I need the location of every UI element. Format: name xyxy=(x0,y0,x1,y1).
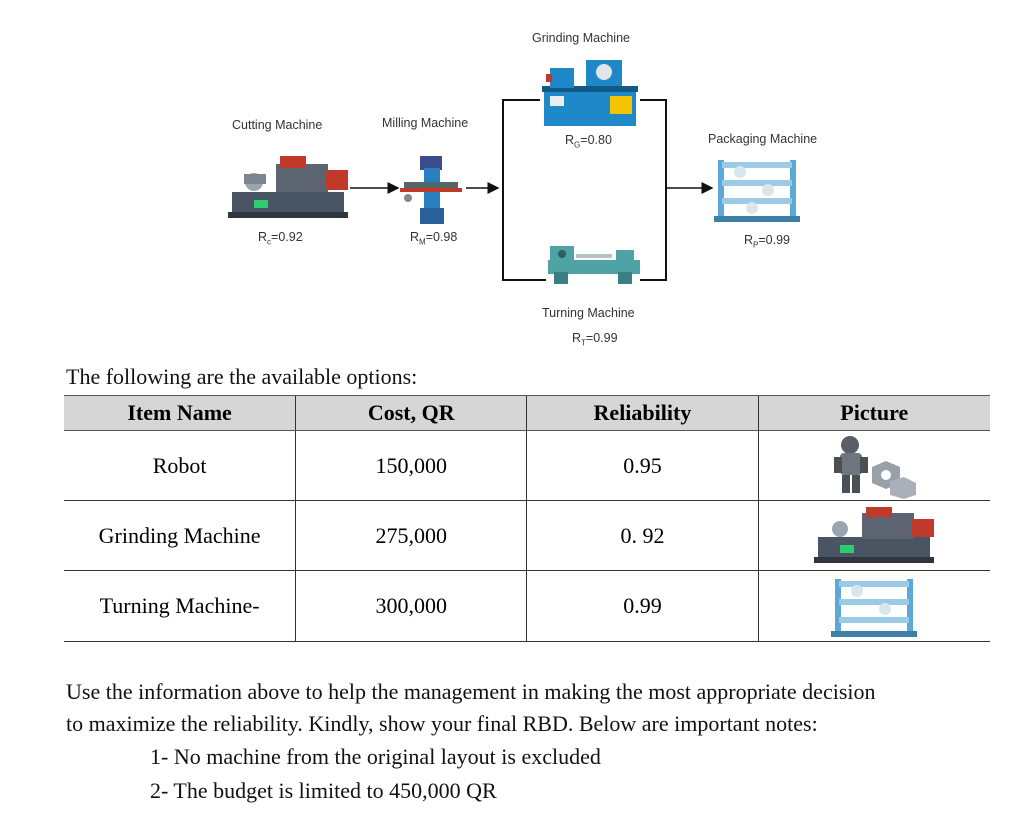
reliability-block-diagram: Cutting Machine Milling Machine Grinding… xyxy=(0,0,1034,360)
picture-cell xyxy=(757,430,990,501)
diagram-connectors xyxy=(350,99,714,281)
header-picture: Picture xyxy=(757,395,990,431)
milling-reliability: RM=0.98 xyxy=(410,230,458,247)
instructions-line-2: to maximize the reliability. Kindly, sho… xyxy=(66,711,818,736)
instructions-paragraph: Use the information above to help the ma… xyxy=(66,676,1006,740)
milling-machine-label: Milling Machine xyxy=(382,116,469,130)
table-row: Grinding Machine 275,000 0. 92 xyxy=(64,500,990,571)
item-name-cell: Robot xyxy=(64,430,296,501)
cutting-machine-label: Cutting Machine xyxy=(232,118,323,132)
cutting-machine-image xyxy=(228,156,348,218)
robot-picture xyxy=(824,432,925,499)
packaging-reliability: RP=0.99 xyxy=(744,233,791,250)
cost-cell: 300,000 xyxy=(295,570,527,642)
item-name-cell: Grinding Machine xyxy=(64,500,296,571)
grinding-reliability: RG=0.80 xyxy=(565,133,612,150)
table-header-row: Item Name Cost, QR Reliability Picture xyxy=(64,395,990,431)
grinding-machine-image xyxy=(542,60,638,126)
packaging-machine-image xyxy=(714,160,800,222)
cost-cell: 275,000 xyxy=(295,500,527,571)
note-1: 1- No machine from the original layout i… xyxy=(150,744,601,769)
instructions-line-1: Use the information above to help the ma… xyxy=(66,679,876,704)
header-item-name: Item Name xyxy=(64,395,296,431)
reliability-cell: 0.95 xyxy=(526,430,759,501)
table-row: Turning Machine- 300,000 0.99 xyxy=(64,570,990,642)
options-intro-text: The following are the available options: xyxy=(66,364,418,389)
cutting-machine-picture xyxy=(814,506,935,563)
header-reliability: Reliability xyxy=(526,395,759,431)
cutting-reliability: Rc=0.92 xyxy=(258,230,303,247)
table-row: Robot 150,000 0.95 xyxy=(64,430,990,501)
packaging-machine-label: Packaging Machine xyxy=(708,132,818,146)
cost-cell: 150,000 xyxy=(295,430,527,501)
turning-machine-label: Turning Machine xyxy=(542,306,635,320)
turning-reliability: RT=0.99 xyxy=(572,331,618,348)
reliability-cell: 0.99 xyxy=(526,570,759,642)
turning-machine-image xyxy=(548,246,640,284)
picture-cell xyxy=(757,570,990,642)
header-cost: Cost, QR xyxy=(295,395,527,431)
item-name-cell: Turning Machine- xyxy=(64,570,296,642)
note-2: 2- The budget is limited to 450,000 QR xyxy=(150,778,497,803)
picture-cell xyxy=(757,500,990,571)
grinding-machine-label: Grinding Machine xyxy=(532,31,630,45)
packaging-machine-picture xyxy=(831,579,918,637)
milling-machine-image xyxy=(400,156,462,224)
options-table: Item Name Cost, QR Reliability Picture R… xyxy=(64,395,990,642)
reliability-cell: 0. 92 xyxy=(526,500,759,571)
